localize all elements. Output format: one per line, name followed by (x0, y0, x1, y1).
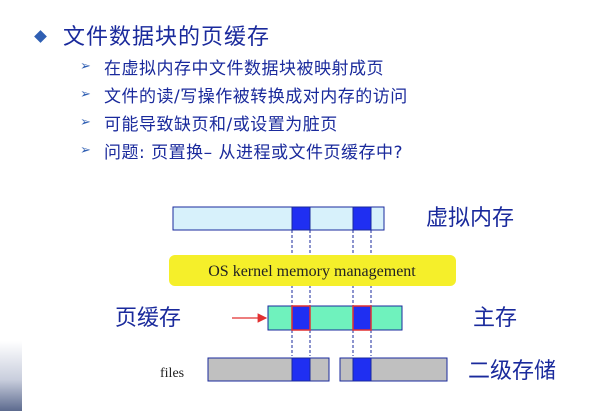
storage-bar-left (207, 357, 330, 382)
arrow-bullet-icon: ➢ (80, 58, 91, 74)
virtual-memory-block (291, 206, 311, 231)
virtual-memory-bar (172, 206, 385, 231)
secondary-storage-label: 二级存储 (468, 359, 556, 384)
arrow-bullet-icon: ➢ (80, 86, 91, 102)
storage-block (291, 357, 311, 382)
bullet-text: 可能导致缺页和/或设置为脏页 (104, 114, 338, 135)
bullet-item: ➢ 在虚拟内存中文件数据块被映射成页 (80, 52, 408, 80)
main-memory-label: 主存 (473, 306, 517, 331)
main-memory-block (291, 305, 311, 331)
bullet-text: 在虚拟内存中文件数据块被映射成页 (104, 58, 384, 79)
virtual-memory-label: 虚拟内存 (426, 206, 514, 231)
arrow-bullet-icon: ➢ (80, 142, 91, 158)
arrow-bullet-icon: ➢ (80, 114, 91, 130)
main-memory-block (352, 305, 372, 331)
kernel-box (169, 255, 456, 286)
bullet-text: 问题: 页置换– 从进程或文件页缓存中? (104, 142, 404, 163)
bullet-item: ➢ 文件的读/写操作被转换成对内存的访问 (80, 80, 408, 108)
block-links (291, 230, 372, 356)
page-cache-label: 页缓存 (115, 306, 181, 331)
bullet-item: ➢ 问题: 页置换– 从进程或文件页缓存中? (80, 136, 408, 164)
bullet-list: ➢ 在虚拟内存中文件数据块被映射成页 ➢ 文件的读/写操作被转换成对内存的访问 … (80, 52, 408, 164)
slide-heading: 文件数据块的页缓存 (34, 18, 271, 52)
main-memory-bar (267, 305, 403, 331)
storage-block (352, 357, 372, 382)
bullet-item: ➢ 可能导致缺页和/或设置为脏页 (80, 108, 408, 136)
files-label: files (160, 366, 184, 381)
corner-decoration (0, 341, 22, 411)
heading-text: 文件数据块的页缓存 (63, 25, 271, 50)
virtual-memory-block (352, 206, 372, 231)
kernel-label: OS kernel memory management (208, 263, 416, 280)
bullet-text: 文件的读/写操作被转换成对内存的访问 (104, 86, 408, 107)
